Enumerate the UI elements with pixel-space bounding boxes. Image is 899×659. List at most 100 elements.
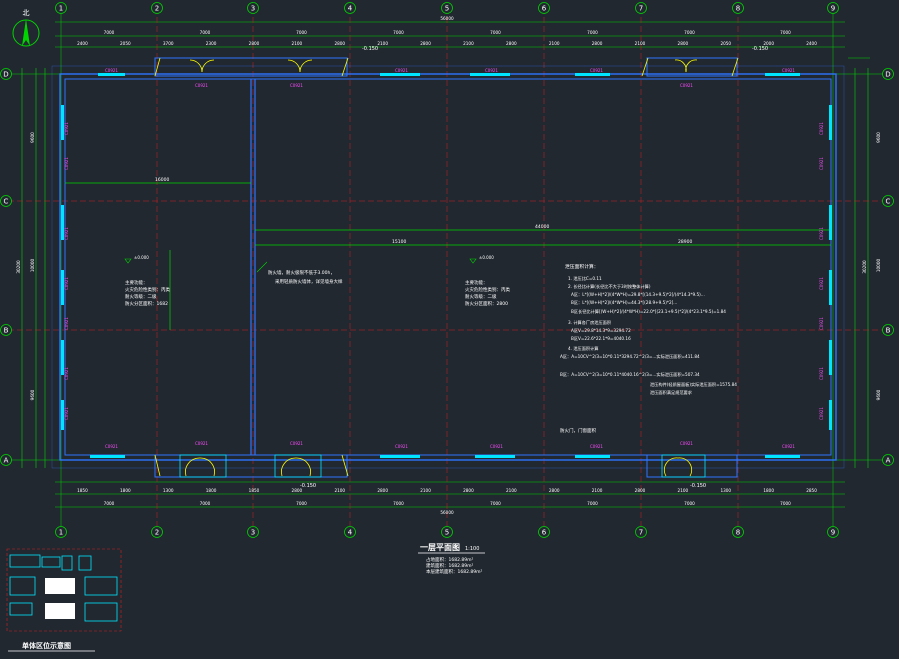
area-calc-line-11: B区：A=10CV^2/3=10*0.11*4040.16^2/3=...实际泄… <box>560 371 700 378</box>
window-bottom <box>475 455 515 458</box>
area-calc-line-8: B区V=22.6*22.1*9=4040.16 <box>571 336 631 341</box>
plan-stat-2: 建筑面积：1682.89m² <box>426 562 473 569</box>
dim-left-room: 16000 <box>155 177 169 183</box>
door-tag-bottom: C0921 <box>680 441 693 446</box>
dim-detail-top: 2050 <box>720 41 731 46</box>
grid-bubble-bottom-6: 6 <box>542 529 547 537</box>
window-tag-right: C0921 <box>819 407 824 420</box>
dim-row-left: 9600 <box>30 389 35 400</box>
grid-bubble-top-1-circle <box>55 2 67 14</box>
plan-stat-3: 本层建筑面积：1682.89m² <box>426 568 482 575</box>
partition-walls <box>250 79 256 455</box>
dim-detail-top: 2400 <box>806 41 817 46</box>
partition-note-2: 采用轻质防火墙体，详见墙身大样 <box>275 278 343 285</box>
grid-bubble-bottom-2-circle <box>151 526 163 538</box>
dim-bay-bottom: 7000 <box>393 501 404 506</box>
key-plan: 单体区位示意图 <box>6 548 122 652</box>
grid-bubble-top-1: 1 <box>59 5 63 13</box>
window-tag-right: C0921 <box>819 277 824 290</box>
doors <box>154 57 739 477</box>
dim-bay-top: 7000 <box>780 30 791 35</box>
grid-bubble-top-3: 3 <box>251 5 255 13</box>
dim-detail-bottom: 2800 <box>463 488 474 493</box>
window-bottom <box>575 455 610 458</box>
dim-detail-bottom: 1850 <box>77 488 88 493</box>
dim-detail-top: 2100 <box>292 41 303 46</box>
area-calc-line-5: B区长径比计算[(W+H)*2]/(4*W*H)=22.0*[(23.1+9.5… <box>571 308 726 315</box>
window-tag-top: C0921 <box>590 68 603 73</box>
room-right-note-4: 防火分区面积：2800 <box>465 300 508 307</box>
window-top <box>575 73 610 76</box>
door-tag-top: C0921 <box>680 83 693 88</box>
grid-bubble-bottom-8: 8 <box>736 529 740 537</box>
dim-detail-bottom: 1800 <box>120 488 131 493</box>
grid-bubble-top-9-circle <box>827 2 839 14</box>
dim-detail-bottom: 2100 <box>420 488 431 493</box>
area-calc-line-12: 泄压构件(轻质屋面板)实际泄压面积=1575.84 <box>650 381 737 388</box>
window-tag-bottom: C0921 <box>590 444 603 449</box>
dim-bay-bottom: 7000 <box>200 501 211 506</box>
grid-bubble-left-A: A <box>4 457 9 465</box>
window-bottom <box>380 455 420 458</box>
room-left-note-3: 耐火等级：二级 <box>125 293 157 300</box>
dim-overall-bottom: 56000 <box>440 510 454 515</box>
elevation-bottom-left: -0.150 <box>300 483 316 489</box>
plan-scale: 1:100 <box>465 546 479 552</box>
grid-bubble-left-A-circle <box>0 454 12 466</box>
plan-stat-1: 占地面积：1682.89m² <box>426 556 473 563</box>
window-tag-right: C0921 <box>819 122 824 135</box>
window-left <box>61 270 64 305</box>
grid-bubble-bottom-5-circle <box>441 526 453 538</box>
dim-bay-bottom: 7000 <box>684 501 695 506</box>
grid-bubble-bottom-6-circle <box>538 526 550 538</box>
dim-detail-top: 2000 <box>763 41 774 46</box>
window-top <box>380 73 420 76</box>
grid-bubble-left-B: B <box>4 327 9 335</box>
door-tag-top: C0921 <box>195 83 208 88</box>
dim-overall-top: 56000 <box>440 16 454 21</box>
dim-bay-top: 7000 <box>200 30 211 35</box>
window-bottom <box>765 455 800 458</box>
area-calc-line-6: 3. 计算各厂房泄压面积 <box>568 319 611 326</box>
grid-bubble-bottom-4-circle <box>344 526 356 538</box>
dim-detail-bottom: 2850 <box>806 488 817 493</box>
area-calc-line-10: A区：A=10CV^2/3=10*0.11*3294.72^2/3=...实际泄… <box>560 353 700 360</box>
window-top <box>470 73 510 76</box>
grid-bubble-right-A: A <box>886 457 891 465</box>
grid-bubble-top-8: 8 <box>736 5 740 13</box>
window-tag-top: C0921 <box>782 68 795 73</box>
dim-detail-bottom: 2100 <box>506 488 517 493</box>
elevation-top-right: -0.150 <box>752 46 768 52</box>
window-right <box>829 270 832 305</box>
area-calc-line-13: 泄压面积满足规范要求 <box>650 389 693 396</box>
area-calc-line-3: A区：L*[(W+H)*2]/(4*W*H)=29.8*[(14.3+9.5)*… <box>571 292 705 297</box>
dim-right-b: 28900 <box>678 239 692 245</box>
dim-bay-top: 7000 <box>490 30 501 35</box>
grid-bubble-left-D: D <box>3 71 8 79</box>
grid-bubble-right-D: D <box>885 71 890 79</box>
dim-detail-top: 2800 <box>334 41 345 46</box>
room-right-note-3: 耐火等级：二级 <box>465 293 497 300</box>
grid-bubble-right-B: B <box>886 327 891 335</box>
plan-title: 一层平面图 <box>420 543 460 552</box>
area-calc-line-1: 1. 泄压比C=0.11 <box>568 275 602 282</box>
window-tag-right: C0921 <box>819 367 824 380</box>
north-label: 北 <box>23 9 30 17</box>
room-right-elevation: ±0.000 <box>479 255 494 260</box>
dim-detail-top: 2800 <box>249 41 260 46</box>
windows <box>61 73 832 478</box>
grid-bubble-bottom-1-circle <box>55 526 67 538</box>
door-frame-bottom <box>661 454 706 478</box>
area-calc-line-9: 4. 泄压面积计算 <box>568 345 598 352</box>
window-tag-right: C0921 <box>819 227 824 240</box>
window-tag-left: C0921 <box>64 122 69 135</box>
dim-right-a: 15100 <box>392 239 406 245</box>
dim-detail-bottom: 2800 <box>549 488 560 493</box>
dim-bay-bottom: 7000 <box>296 501 307 506</box>
dim-detail-top: 2100 <box>549 41 560 46</box>
dim-overall-right: 30200 <box>862 260 867 274</box>
grid-bubble-bottom-9: 9 <box>831 529 835 537</box>
door-canopies <box>154 57 738 478</box>
dim-detail-bottom: 2800 <box>377 488 388 493</box>
grid-bubble-bottom-3: 3 <box>251 529 255 537</box>
